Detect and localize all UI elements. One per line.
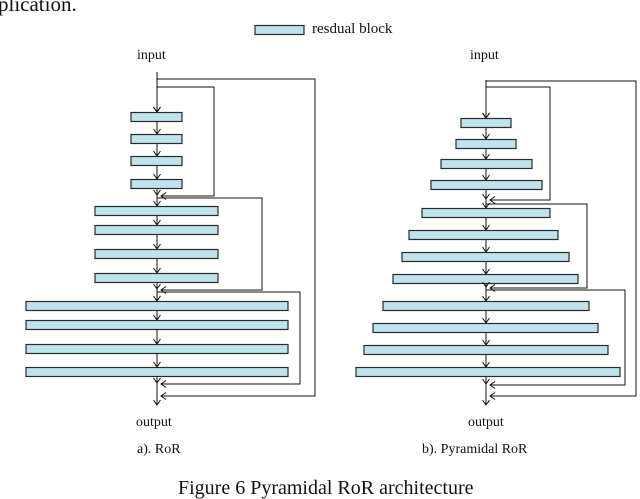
pyramidal-ror-residual-block [392, 273, 579, 285]
pyramidal-ror-merge-arrow [482, 193, 490, 200]
pyramidal-ror-root-shortcut [486, 80, 637, 397]
ror-root-shortcut [157, 78, 316, 397]
ror-residual-block [25, 366, 289, 378]
ror-residual-block [130, 155, 183, 167]
pyramidal-ror-output-label: output [468, 415, 504, 430]
pyramidal-ror-residual-block [460, 117, 512, 129]
ror-arrow [153, 106, 161, 113]
pyramidal-ror-stage-shortcut [486, 289, 626, 386]
ror-stage-shortcut [157, 86, 215, 197]
ror-residual-block [94, 205, 219, 217]
ror-residual-block [25, 319, 289, 331]
ror-output-arrow [153, 399, 161, 406]
pyramidal-ror-caption: b). Pyramidal RoR [422, 442, 528, 457]
pyramidal-ror-residual-block [363, 344, 609, 356]
truncated-paragraph-text: plication. [0, 0, 77, 16]
ror-stage-shortcut [157, 197, 263, 291]
ror-residual-block [130, 178, 183, 190]
architecture-diagram [25, 24, 637, 406]
ror-caption: a). RoR [137, 442, 181, 457]
ror-stage-shortcut [157, 291, 301, 385]
pyramidal-ror-stage-shortcut [486, 86, 551, 201]
figure-caption-partial: Figure 6 Pyramidal RoR architecture [178, 477, 474, 499]
pyramidal-ror-residual-block [401, 251, 570, 263]
pyramidal-ror-residual-block [355, 366, 621, 378]
ror-merge-arrow [153, 283, 161, 290]
pyramidal-ror-shortcut-arrowhead [489, 196, 496, 204]
legend-label: resdual block [312, 21, 393, 37]
ror-input-label: input [137, 48, 166, 63]
ror-output-label: output [136, 415, 172, 430]
pyramidal-ror-merge-arrow [482, 281, 490, 288]
ror-residual-block [25, 300, 289, 312]
pyramidal-ror-output-arrow [482, 399, 490, 406]
pyramidal-ror-residual-block [430, 179, 543, 191]
ror-shortcut-arrowhead [160, 380, 167, 388]
ror-residual-block [94, 248, 219, 260]
pyramidal-ror-merge-arrow [482, 378, 490, 385]
pyramidal-ror-arrow [482, 112, 490, 119]
ror-residual-block [130, 111, 183, 123]
pyramidal-ror-shortcut-arrowhead [489, 381, 496, 389]
ror-root-arrowhead [160, 392, 167, 400]
ror-residual-block [25, 343, 289, 355]
pyramidal-ror-residual-block [440, 158, 533, 170]
pyramidal-ror-residual-block [372, 322, 599, 334]
pyramidal-ror-root-arrowhead [489, 392, 496, 400]
pyramidal-ror-input-label: input [470, 48, 499, 63]
pyramidal-ror-residual-block [382, 300, 590, 312]
pyramidal-ror-residual-block [455, 138, 517, 150]
ror-residual-block [94, 224, 219, 236]
ror-residual-block [130, 133, 183, 145]
legend-residual-block [254, 24, 305, 36]
ror-residual-block [94, 272, 219, 284]
pyramidal-ror-residual-block [408, 229, 559, 241]
ror-merge-arrow [153, 377, 161, 384]
pyramidal-ror-stage-shortcut [486, 203, 588, 289]
ror-merge-arrow [153, 189, 161, 196]
pyramidal-ror-residual-block [421, 207, 551, 219]
